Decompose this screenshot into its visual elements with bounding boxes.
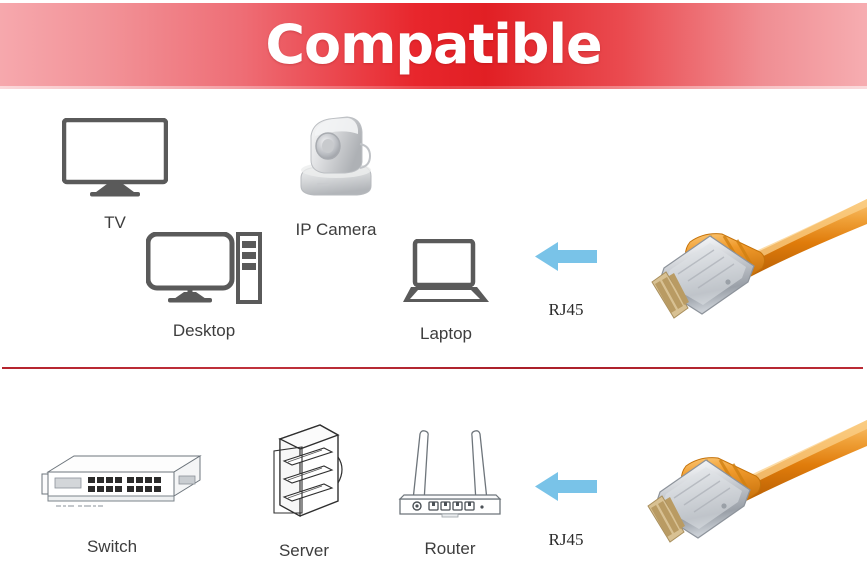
section-divider [2,367,863,369]
device-label-router: Router [424,539,476,558]
device-label-desktop: Desktop [172,321,236,340]
ip-camera-icon [291,112,381,210]
rj45-label-top: RJ45 [548,300,584,319]
rj45-connector-top: RJ45 [535,240,597,320]
arrow-left-icon [535,470,597,508]
rj45-cable-bottom [636,416,867,563]
rj45-cable-top [644,196,867,351]
tv-icon [61,117,169,203]
arrow-left-icon [535,240,597,278]
rj45-label-bottom: RJ45 [548,530,584,549]
device-label-switch: Switch [86,537,138,556]
device-item-server: Server [262,417,346,561]
device-label-ip-camera: IP Camera [295,220,377,239]
network-switch-icon [22,450,202,517]
laptop-icon [401,238,491,310]
page-title: Compatible [265,13,602,76]
server-rack-icon [262,417,346,527]
device-label-tv: TV [104,213,126,232]
router-icon [390,424,510,527]
device-item-router: Router [390,424,510,559]
desktop-icon [145,231,262,309]
header-banner: Compatible [0,3,867,89]
device-item-tv: TV [61,117,169,233]
device-item-desktop: Desktop [145,231,262,341]
device-item-ip-camera: IP Camera [291,112,381,240]
device-item-switch: Switch [22,450,202,557]
device-label-server: Server [278,541,330,560]
device-label-laptop: Laptop [420,324,472,343]
device-item-laptop: Laptop [401,238,491,344]
rj45-connector-bottom: RJ45 [535,470,597,550]
